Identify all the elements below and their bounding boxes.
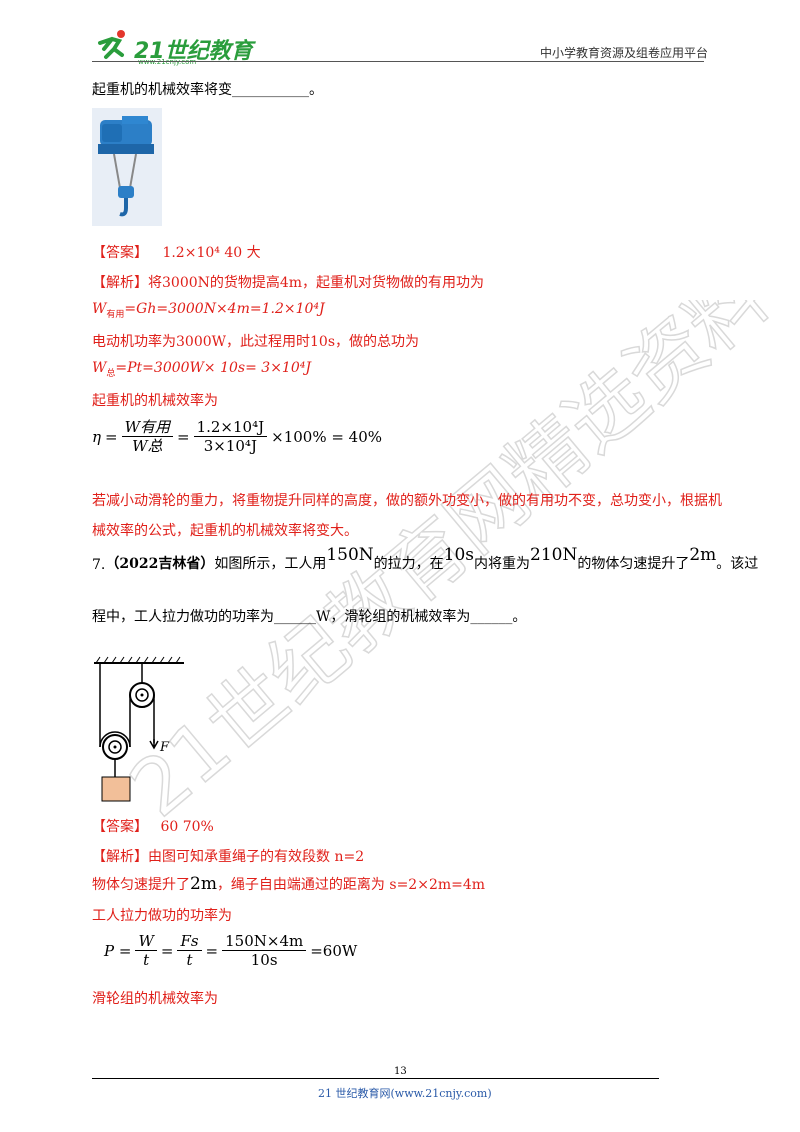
fraction-values: 1.2×10⁴J 3×10⁴J — [193, 418, 268, 455]
fraction-denominator: 10s — [250, 951, 278, 969]
question-text: 的物体匀速提升了 — [577, 556, 690, 572]
question-source: （2022吉林省） — [105, 556, 215, 572]
question-text: 内将重为 — [474, 556, 531, 572]
fraction-w-t: W t — [135, 932, 157, 969]
pulley-diagram: F — [94, 656, 184, 802]
w-subscript: 总 — [106, 368, 116, 379]
analysis-6-line2: W有用=Gh=3000N×4m=1.2×10⁴J — [92, 301, 325, 320]
answer-values: 60 70% — [160, 819, 214, 835]
answer-6: 【答案】 1.2×10⁴ 40 大 — [92, 242, 261, 262]
answer-label: 【答案】 — [92, 245, 148, 261]
question-7-line1: 7. （2022吉林省） 如图所示，工人用 150N 的拉力，在 10s 内将重… — [92, 545, 759, 573]
logo-runner-icon — [98, 30, 125, 59]
efficiency-formula: η = W有用 W总 = 1.2×10⁴J 3×10⁴J ×100% = 40% — [92, 418, 383, 455]
analysis-text: 由图可知承重绳子的有效段数 n=2 — [148, 849, 365, 865]
analysis-text: 物体匀速提升了 — [92, 877, 190, 893]
force-label: F — [159, 740, 170, 755]
fraction-fs-t: Fs t — [177, 932, 202, 969]
w-symbol: W — [92, 360, 107, 376]
useful-work-formula: =Gh=3000N×4m=1.2×10⁴J — [124, 301, 325, 317]
answer-values: 1.2×10⁴ 40 大 — [162, 245, 261, 261]
fraction-numerator: W有用 — [121, 418, 173, 437]
question-7-line2: 程中，工人拉力做功的功率为______W，滑轮组的机械效率为______。 — [92, 609, 527, 625]
platform-title: 中小学教育资源及组卷应用平台 — [540, 46, 709, 60]
fraction-values: 150N×4m 10s — [222, 932, 307, 969]
header-divider — [92, 61, 704, 62]
analysis-6-line3: 电动机功率为3000W，此过程用时10s，做的总功为 — [92, 334, 420, 350]
analysis-label: 【解析】 — [92, 275, 148, 291]
analysis-6-line4: W总=Pt=3000W× 10s= 3×10⁴J — [92, 360, 311, 379]
height-value: 2m — [689, 545, 717, 565]
fraction-numerator: W — [135, 932, 157, 951]
time-value: 10s — [443, 545, 475, 565]
logo-text: 21世纪教育 — [134, 39, 253, 64]
analysis-6-line5: 起重机的机械效率为 — [92, 393, 218, 409]
power-formula: P = W t = Fs t = 150N×4m 10s =60W — [104, 932, 358, 969]
fraction-denominator: t — [143, 951, 150, 969]
question-text: 的拉力，在 — [373, 556, 444, 572]
efficiency-result: ×100% = 40% — [271, 427, 383, 446]
total-work-formula: =Pt=3000W× 10s= 3×10⁴J — [115, 360, 311, 376]
analysis-6-line6b: 械效率的公式，起重机的机械效率将变大。 — [92, 523, 358, 539]
analysis-7-line2: 物体匀速提升了 2m ，绳子自由端通过的距离为 s=2×2m=4m — [92, 874, 485, 894]
analysis-7-line3: 工人拉力做功的功率为 — [92, 908, 232, 924]
analysis-text: ，绳子自由端通过的距离为 s=2×2m=4m — [216, 877, 486, 893]
analysis-7-line4: 滑轮组的机械效率为 — [92, 991, 218, 1007]
analysis-label: 【解析】 — [92, 849, 148, 865]
weight-value: 210N — [530, 545, 578, 565]
question-text: 。该过 — [716, 556, 759, 572]
answer-7: 【答案】 60 70% — [92, 816, 214, 836]
crane-image — [92, 108, 162, 226]
fraction-denominator: 3×10⁴J — [203, 437, 257, 455]
w-symbol: W — [92, 301, 107, 317]
eta-symbol: η — [92, 427, 101, 446]
fraction-numerator: 150N×4m — [222, 932, 307, 951]
fraction-w: W有用 W总 — [121, 418, 173, 455]
question-text: 如图所示，工人用 — [214, 556, 327, 572]
logo-subtext: www.21cnjy.com — [138, 58, 197, 66]
fraction-denominator: W总 — [132, 437, 163, 455]
analysis-6-line6a: 若减小动滑轮的重力，将重物提升同样的高度，做的额外功变小，做的有用功不变，总功变… — [92, 493, 722, 509]
analysis-text: 将3000N的货物提高4m，起重机对货物做的有用功为 — [148, 275, 485, 291]
fraction-numerator: 1.2×10⁴J — [193, 418, 268, 437]
watermark: 21世纪教育网精选资料 — [120, 300, 787, 835]
w-subscript: 有用 — [106, 309, 125, 320]
analysis-7-line1: 【解析】由图可知承重绳子的有效段数 n=2 — [92, 846, 364, 866]
footer-divider — [92, 1078, 659, 1079]
page-number: 13 — [394, 1066, 407, 1077]
height-value: 2m — [190, 874, 217, 894]
footer-site: 21 世纪教育网(www.21cnjy.com) — [318, 1087, 492, 1100]
answer-label: 【答案】 — [92, 819, 148, 835]
fraction-denominator: t — [186, 951, 193, 969]
force-value: 150N — [326, 545, 374, 565]
question-number: 7. — [92, 557, 106, 573]
fraction-numerator: Fs — [177, 932, 202, 951]
question-6-tail: 起重机的机械效率将变___________。 — [92, 82, 323, 98]
analysis-6-line1: 【解析】将3000N的货物提高4m，起重机对货物做的有用功为 — [92, 272, 484, 292]
power-result: =60W — [310, 941, 358, 960]
power-symbol: P = — [104, 941, 132, 960]
